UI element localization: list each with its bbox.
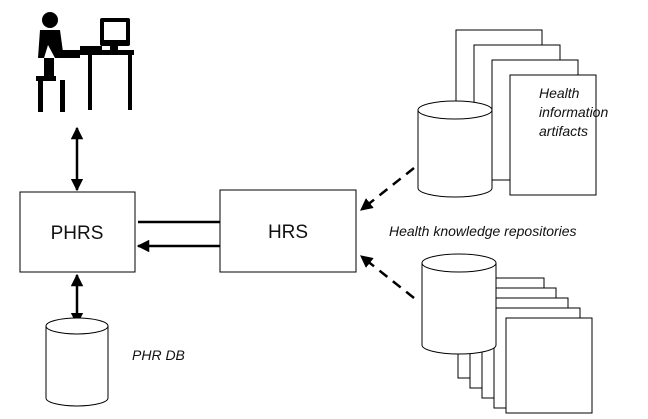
phr-db-label: PHR DB	[132, 347, 185, 363]
artifacts-label-line-3: artifacts	[539, 123, 588, 139]
top-document-stack-icon	[455, 29, 597, 196]
phrs-label: PHRS	[51, 223, 104, 244]
bottom-repository-database-icon	[421, 253, 497, 355]
user-at-computer-icon	[36, 12, 134, 112]
phrs-box: PHRS	[19, 191, 136, 273]
hrs-box: HRS	[219, 189, 357, 273]
top-repository-database-icon	[417, 100, 493, 198]
knowledge-repositories-label: Health knowledge repositories	[389, 223, 577, 239]
hrs-label: HRS	[268, 222, 308, 243]
repository-bottom-to-hrs-arrow	[360, 255, 415, 299]
artifacts-label: Health information artifacts	[539, 85, 608, 139]
phr-db-icon	[45, 317, 109, 407]
artifacts-label-line-2: information	[539, 104, 608, 120]
artifacts-label-line-1: Health	[539, 85, 580, 101]
repository-top-to-hrs-arrow	[360, 167, 415, 211]
